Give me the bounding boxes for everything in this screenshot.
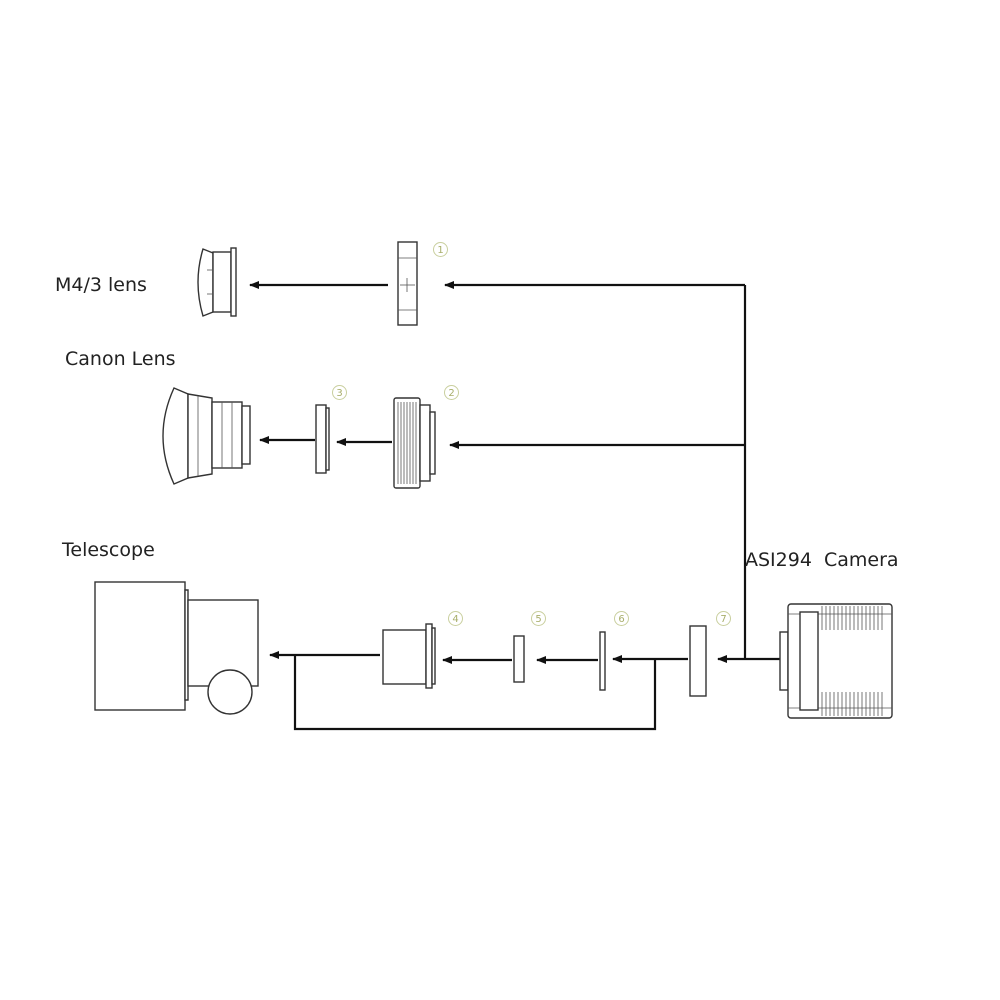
m43-lens-drawing (197, 247, 237, 317)
part-4-adapter-drawing (382, 623, 436, 689)
part-number-2: 2 (444, 385, 459, 400)
connection-lines (249, 281, 780, 731)
part-number-4: 4 (448, 611, 463, 626)
part-5-ring-drawing (513, 635, 525, 683)
part-1-adapter-drawing (397, 241, 418, 326)
telescope-label: Telescope (62, 539, 155, 561)
m43-lens-label: M4/3 lens (55, 274, 147, 296)
part-2-adapter-drawing (393, 397, 436, 489)
part-7-spacer-drawing (689, 625, 707, 697)
canon-lens-drawing (162, 387, 251, 485)
part-number-7: 7 (716, 611, 731, 626)
asi294-camera-drawing (779, 603, 893, 719)
part-number-1: 1 (433, 242, 448, 257)
telescope-drawing (94, 581, 259, 715)
part-3-ring-drawing (315, 404, 330, 474)
part-number-6: 6 (614, 611, 629, 626)
bypass-loop-line (293, 655, 657, 731)
part-number-5: 5 (531, 611, 546, 626)
part-6-filter-drawing (599, 631, 606, 691)
part-number-3: 3 (332, 385, 347, 400)
canon-lens-label: Canon Lens (65, 348, 176, 370)
camera-label: ASI294 Camera (745, 549, 899, 571)
